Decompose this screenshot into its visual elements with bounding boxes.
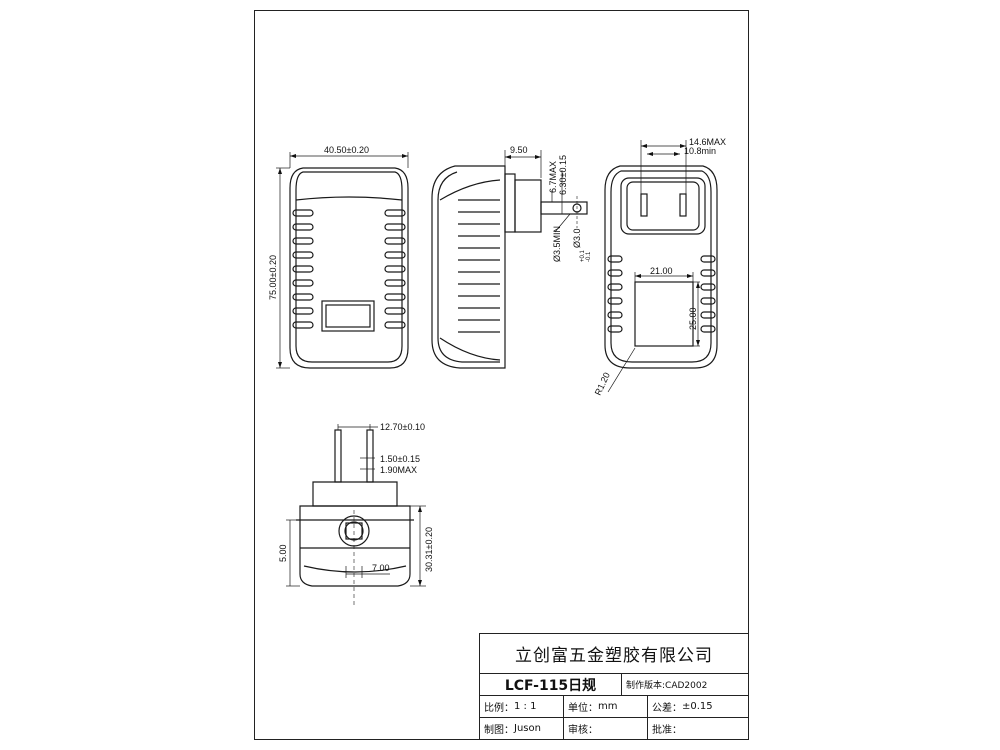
unit-field: 单位： mm <box>564 696 648 718</box>
bottom-pin-left <box>334 429 342 483</box>
front-grille-right <box>384 209 406 329</box>
bottom-left-offset-dim: 5.00 <box>278 544 288 562</box>
scale-label: 比例： <box>484 703 514 714</box>
bottom-view <box>286 424 426 605</box>
bottom-pin-thick-dim: 1.90MAX <box>380 465 417 475</box>
tolerance-field: 公差： ±0.15 <box>648 696 748 718</box>
side-pin-offset-dim: 9.50 <box>510 145 528 155</box>
side-ribs <box>458 199 500 333</box>
back-pin-right <box>679 193 687 217</box>
back-label-height-dim: 25.00 <box>688 307 698 330</box>
bottom-pin-right <box>366 429 374 483</box>
back-label-width-dim: 21.00 <box>650 266 673 276</box>
front-view <box>276 152 409 369</box>
bottom-pin-width-dim: 1.50±0.15 <box>380 454 420 464</box>
bottom-slot-dim: 7.00 <box>372 563 390 573</box>
scale-value: 1 : 1 <box>514 701 537 712</box>
bottom-pin-spacing-dim: 12.70±0.10 <box>380 422 425 432</box>
back-inner-min-dim: 10.8min <box>684 146 716 156</box>
side-pin-max-dim: 6.7MAX <box>548 161 558 193</box>
part-name: LCF-115日规 <box>480 674 622 696</box>
drawn-value: Juson <box>514 723 541 734</box>
tolerance-label: 公差： <box>652 703 682 714</box>
back-grille-right <box>700 255 716 333</box>
side-view <box>431 150 588 369</box>
back-pin-left <box>640 193 648 217</box>
drawn-field: 制图： Juson <box>480 718 564 739</box>
back-grille-left <box>607 255 623 333</box>
back-view <box>604 140 718 393</box>
title-block: 立创富五金塑胶有限公司 LCF-115日规 制作版本:CAD2002 比例： 1… <box>479 633 749 740</box>
front-label-window <box>321 300 375 332</box>
side-hole-dim: Ø3.0 <box>572 228 582 248</box>
side-pin-height-dim: 6.30±0.15 <box>558 155 568 195</box>
tolerance-value: ±0.15 <box>682 701 713 712</box>
unit-value: mm <box>598 701 618 712</box>
front-height-dim: 75.00±0.20 <box>268 255 278 300</box>
unit-label: 单位： <box>568 703 598 714</box>
approve-field: 批准： <box>648 718 748 739</box>
side-hole-min-dim: Ø3.5MIN <box>552 226 562 262</box>
back-socket <box>620 177 706 235</box>
drawn-label: 制图： <box>484 725 514 736</box>
company-name: 立创富五金塑胶有限公司 <box>480 634 748 674</box>
side-hole-tol-plus: +0.1 <box>580 249 586 262</box>
scale-field: 比例： 1 : 1 <box>480 696 564 718</box>
back-outer-max-dim: 14.6MAX <box>689 137 726 147</box>
back-label-area <box>634 281 694 347</box>
side-pin <box>540 201 588 215</box>
approve-label: 批准： <box>652 725 682 736</box>
review-field: 审核： <box>564 718 648 739</box>
cad-version: 制作版本:CAD2002 <box>622 674 748 696</box>
review-label: 审核： <box>568 725 598 736</box>
bottom-depth-dim: 30.31±0.20 <box>424 527 434 572</box>
back-radius-dim: R1.20 <box>593 371 612 397</box>
front-grille-left <box>292 209 314 329</box>
front-width-dim: 40.50±0.20 <box>324 145 369 155</box>
side-hole-tol-minus: -0.1 <box>586 251 592 262</box>
